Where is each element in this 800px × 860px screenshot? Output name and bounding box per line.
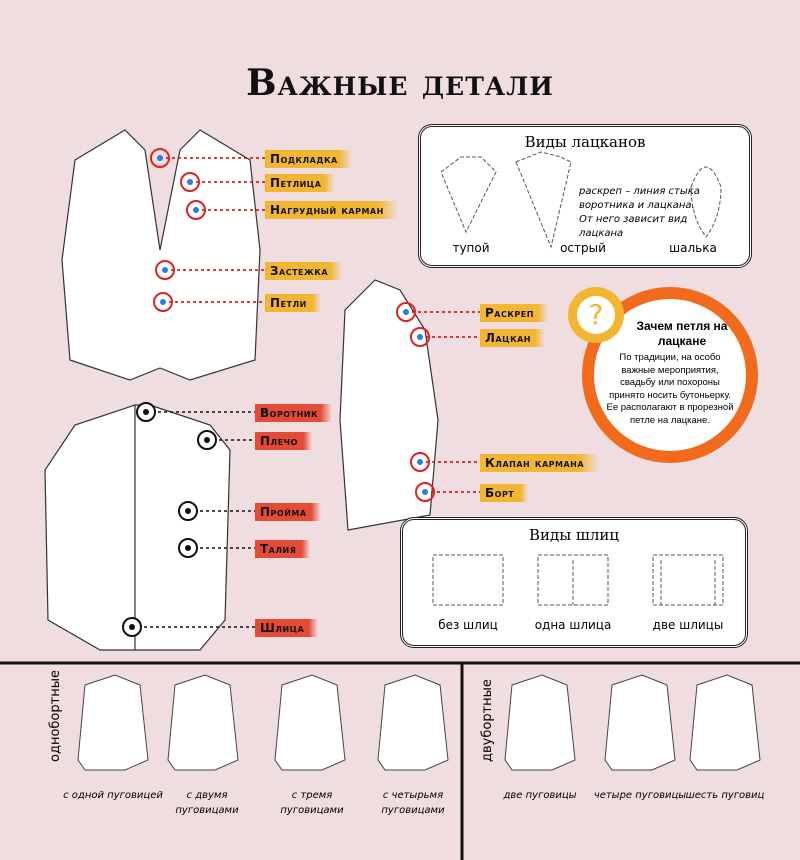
label-vent: Шлица — [255, 619, 319, 637]
vent-double: две шлицы — [652, 618, 724, 632]
single-three-buttons: с тремя пуговицами — [280, 790, 344, 816]
double-six-buttons: шесть пуговиц — [685, 790, 765, 801]
single-two-buttons: с двумя пуговицами — [175, 790, 239, 816]
label-gorge: Раскреп — [480, 304, 548, 322]
label-armhole: Пройма — [255, 503, 321, 521]
info-title: Зачем петля на лацкане — [636, 319, 728, 348]
vent-types-title: Виды шлиц — [528, 526, 620, 544]
lapel-shawl: шалька — [669, 241, 717, 255]
label-shoulder: Плечо — [255, 432, 312, 450]
label-buttonhole: Петлица — [265, 174, 336, 192]
label-breast-pocket: Нагрудный карман — [265, 201, 398, 219]
info-text: По традиции, на особо важные мероприятия… — [606, 352, 734, 426]
gorge-note: раскреп – линия стыка воротника и лацкан… — [579, 186, 700, 239]
single-four-buttons: с четырьмя пуговицами — [381, 790, 445, 816]
label-lining: Подкладка — [265, 150, 352, 168]
lapel-notch: тупой — [452, 241, 490, 255]
page-title: Важные детали — [246, 62, 554, 104]
label-pocket-flap: Клапан кармана — [480, 454, 599, 472]
front-jacket — [61, 129, 261, 381]
back-jacket — [44, 404, 231, 651]
label-waist: Талия — [255, 540, 311, 558]
question-badge: ? — [568, 287, 624, 343]
single-one-button: с одной пуговицей — [63, 790, 163, 801]
label-loops: Петли — [265, 294, 321, 312]
lapel-peak: острый — [560, 241, 606, 255]
single-breasted-heading: однобортные — [48, 670, 63, 762]
lapel-drawings — [440, 151, 722, 249]
label-fastening: Застежка — [265, 262, 343, 280]
vent-none: без шлиц — [438, 618, 498, 632]
double-two-buttons: две пуговицы — [503, 790, 577, 801]
vent-types-panel: Виды шлиц без шлиц одна шлица две шлицы — [400, 517, 748, 648]
label-collar: Воротник — [255, 404, 332, 422]
label-front-edge: Борт — [480, 484, 529, 502]
vent-single: одна шлица — [534, 618, 612, 632]
question-icon: ? — [577, 296, 615, 334]
vent-drawings — [432, 554, 724, 606]
lapel-types-title: Виды лацканов — [524, 133, 646, 151]
label-lapel: Лацкан — [480, 329, 546, 347]
lapel-types-panel: Виды лацканов раскреп – линия стыка воро… — [418, 124, 752, 268]
double-breasted-heading: двубортные — [480, 679, 495, 762]
double-four-buttons: четыре пуговицы — [593, 790, 687, 801]
